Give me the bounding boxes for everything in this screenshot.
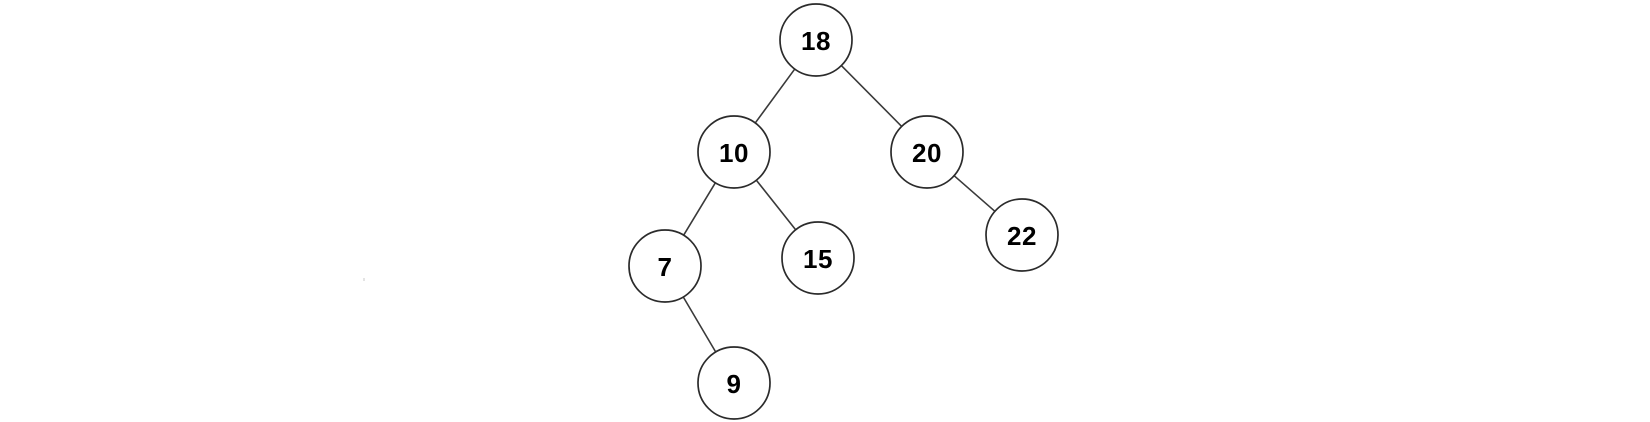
node-label-20: 20	[912, 138, 942, 168]
edge-layer	[682, 64, 996, 353]
node-label-22: 22	[1007, 221, 1037, 251]
tree-edge-10-7	[682, 181, 717, 237]
tree-node-9[interactable]: 9	[697, 346, 771, 420]
node-circle-20[interactable]	[890, 115, 964, 189]
node-label-18: 18	[801, 26, 831, 56]
node-label-7: 7	[658, 252, 673, 282]
tree-node-7[interactable]: 7	[628, 229, 702, 303]
node-label-15: 15	[803, 244, 833, 274]
node-label-10: 10	[719, 138, 749, 168]
tree-edge-18-10	[754, 68, 796, 124]
tree-node-10[interactable]: 10	[697, 115, 771, 189]
tree-edge-7-9	[682, 296, 717, 353]
node-label-9: 9	[727, 369, 742, 399]
background-speck	[363, 278, 365, 281]
tree-edge-10-15	[755, 179, 797, 231]
node-layer: 18 10 20 7 15 22 9	[628, 3, 1059, 420]
node-circle-7[interactable]	[628, 229, 702, 303]
tree-node-22[interactable]: 22	[985, 198, 1059, 272]
node-circle-18[interactable]	[779, 3, 853, 77]
tree-node-18[interactable]: 18	[779, 3, 853, 77]
tree-edge-18-20	[840, 64, 903, 128]
node-circle-15[interactable]	[781, 221, 855, 295]
tree-node-20[interactable]: 20	[890, 115, 964, 189]
node-circle-9[interactable]	[697, 346, 771, 420]
tree-node-15[interactable]: 15	[781, 221, 855, 295]
node-circle-22[interactable]	[985, 198, 1059, 272]
node-circle-10[interactable]	[697, 115, 771, 189]
tree-edge-20-22	[953, 174, 996, 213]
